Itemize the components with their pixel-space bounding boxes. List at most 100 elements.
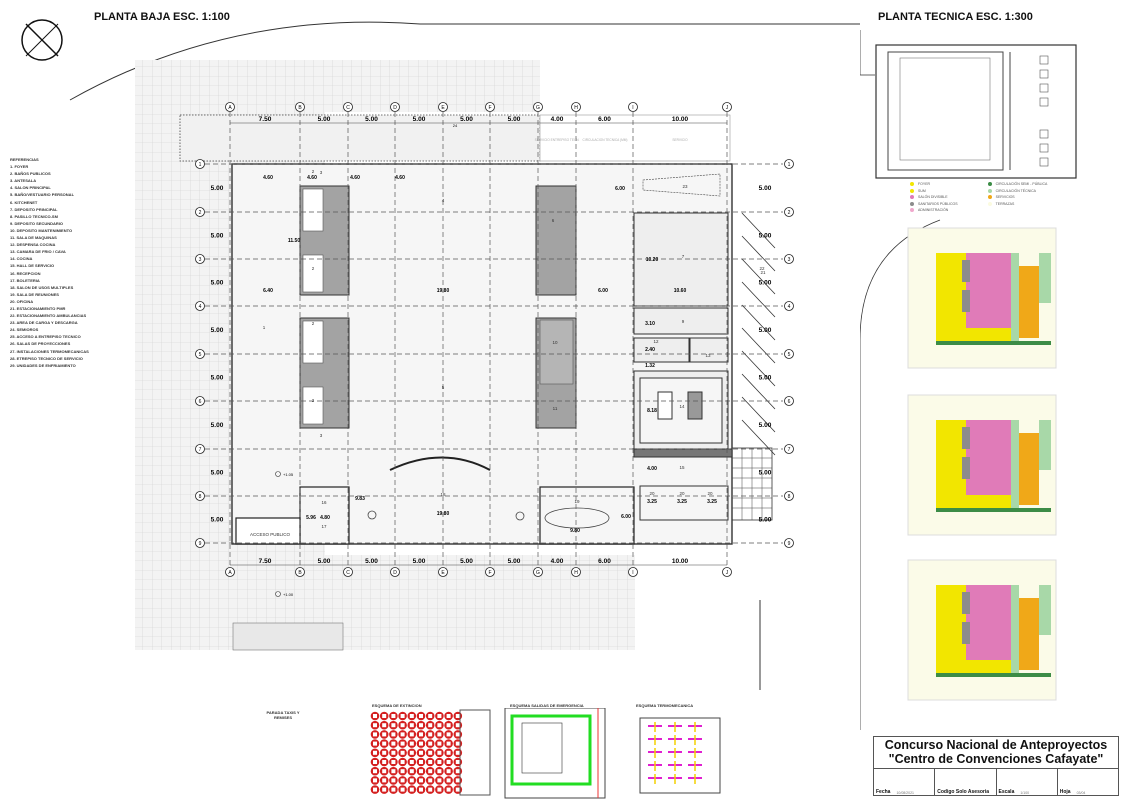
legend-item: CIRCULACIÓN SEMI - PÚBLICA [987,181,1047,188]
grid-bubble [390,102,400,112]
room-number: 20 [679,491,685,496]
grid-bubble [571,567,581,577]
grid-column-label: C [346,105,350,111]
sprinkler-cell [409,778,414,783]
legend-label: SUM [918,188,926,193]
room-number: 9 [682,319,685,324]
sprinkler-cell [455,769,460,774]
sprinkler-cell [446,778,451,783]
grid-row-label: 2 [788,210,791,216]
sprinkler-cell [400,750,405,755]
foyer-zone [936,585,966,673]
sprinkler-cell [419,741,423,746]
toilets-zone [962,290,970,312]
legend-swatch [987,182,992,187]
sprinkler-cell [428,750,433,755]
reference-item: 20. OFICINA [10,298,34,304]
dimension-label: 10.20 [646,257,659,263]
grid-row-label: 1 [199,162,202,168]
sprinkler-cell [428,732,433,737]
grid-row-label: 9 [199,541,202,547]
legend-swatch [987,201,992,206]
grid-row-label: 1 [788,162,791,168]
column-dimension: 6.00 [598,116,611,123]
dimension-label: 3.25 [647,499,657,505]
reference-item: 23. AREA DE CARGA Y DESCARGA [10,320,78,326]
reference-item: 13. CAMARA DE FRIO / CAVA [10,249,66,255]
sprinkler-cell [455,723,460,728]
room-number: 6 [552,218,555,223]
column-dimension: 4.00 [551,116,564,123]
room-number: 20 [707,491,713,496]
sprinkler-cell [437,760,442,764]
toilets-zone [962,592,970,614]
room-number: 21 [760,270,766,275]
column-dimension: 5.00 [460,558,473,565]
technical-plan [860,30,1077,730]
sprinkler-cell [373,787,377,792]
legend-label: SALÓN DIVISIBLE [918,195,948,200]
reference-item: 1. FOYER [10,164,29,170]
parking-stall-line [741,235,776,272]
grid-row-label: 5 [788,352,791,358]
sprinkler-cell [455,760,460,764]
tech-circulation-zone [1011,585,1019,675]
tech-circulation-zone [1039,420,1051,470]
sprinkler-cell [409,741,414,746]
grid-bubble [533,567,543,577]
row-dimension: 5.00 [211,470,224,477]
dimension-label: 3.25 [707,499,717,505]
legend-label: FOYER [918,182,931,187]
grid-bubble [722,102,732,112]
grid-row-label: 2 [199,210,202,216]
column-dimension: 5.00 [508,558,521,565]
reference-item: 27. INSTALACIONES TERMOMECANICAS [10,348,89,354]
sprinkler-cell [446,732,451,737]
sprinkler-cell [373,723,377,728]
sprinkler-cell [391,787,396,792]
sprinkler-cell [373,741,377,746]
row-dimension: 5.00 [211,327,224,334]
toilets-zone [962,427,970,449]
sprinkler-cell [428,769,433,774]
grid-bubble [784,301,794,311]
sprinkler-cell [419,760,423,764]
dimension-label: 1.32 [645,363,655,369]
legend-swatch [910,208,914,213]
services-zone [1019,598,1039,670]
reference-item: 4. SALON PRINCIPAL [10,185,51,191]
tech-circulation-zone [1011,420,1019,510]
column-dimension: 10.00 [672,558,689,565]
sprinkler-cell [428,723,433,728]
row-dimension: 5.00 [759,280,772,287]
sprinkler-cell [391,723,396,728]
sprinkler-cell [409,723,414,728]
sprinkler-cell [373,778,377,783]
grid-bubble [438,567,448,577]
column-dimension: 5.00 [365,558,378,565]
dimension-label: 6.00 [598,288,608,294]
grid-bubble [195,301,205,311]
sprinkler-cell [382,750,387,755]
grid-bubble [485,102,495,112]
room-number: 2 [312,398,315,403]
grid-column-label: C [346,570,350,576]
dimension-label: 5.96 [306,515,316,521]
sprinkler-cell [419,714,423,718]
sprinkler-cell [419,769,423,774]
toilets-zone [962,260,970,282]
sprinkler-cell [409,714,414,718]
sprinkler-cell [373,750,377,755]
parking-stall-line [741,327,776,364]
grid-column-label: I [632,570,633,576]
room-number: 15 [679,465,685,470]
fecha-value: 10/08/2021 [896,791,914,795]
grid-bubble [533,102,543,112]
sprinkler-cell [409,769,414,774]
row-dimension: 5.00 [759,185,772,192]
dimension-label: 4.60 [395,175,405,181]
grid-column-label: G [536,570,540,576]
sprinkler-cell [382,760,387,764]
sprinkler-cell [437,778,442,783]
grid-bubble [438,102,448,112]
